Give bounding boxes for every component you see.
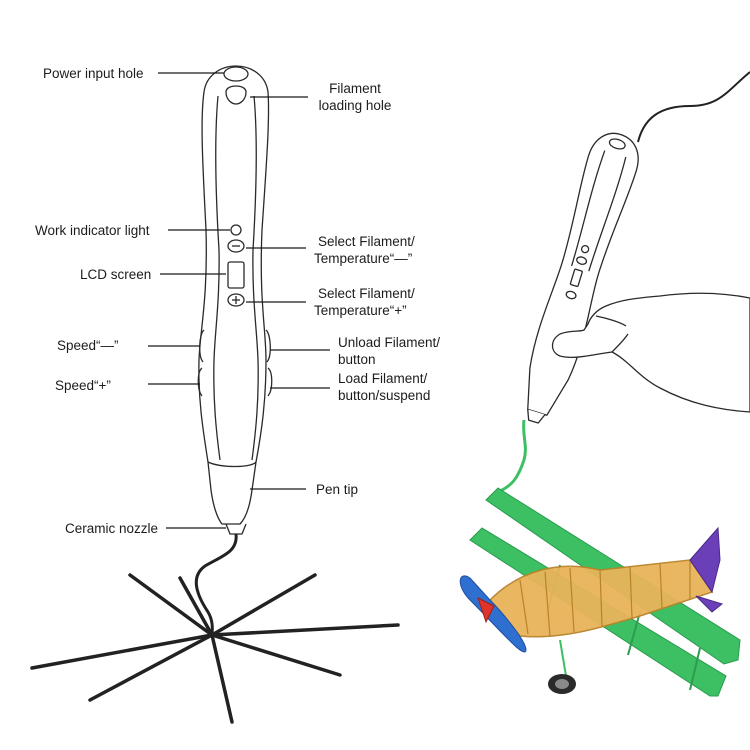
label-select-plus-line1: Select Filament/ <box>318 286 415 301</box>
label-select-plus-line2: Temperature“+” <box>314 303 407 318</box>
label-work-indicator-light: Work indicator light <box>35 223 150 238</box>
label-unload-line1: Unload Filament/ <box>338 335 441 350</box>
label-pen-tip: Pen tip <box>316 482 359 497</box>
airplane-model <box>459 487 741 697</box>
label-unload-filament: Unload Filament/ button <box>338 334 440 368</box>
label-load-line1: Load Filament/ <box>338 371 428 386</box>
green-filament-strand <box>497 419 527 494</box>
pen-body-illustration <box>197 65 273 535</box>
label-load-line2: button/suspend <box>338 388 431 403</box>
label-unload-line2: button <box>338 352 376 367</box>
label-speed-minus: Speed“—” <box>57 338 119 353</box>
extruded-filament <box>194 533 238 637</box>
label-filament-loading-hole-line2: loading hole <box>318 98 392 113</box>
label-load-filament: Load Filament/ button/suspend <box>338 370 430 404</box>
leader-lines <box>148 72 330 529</box>
label-power-input-hole: Power input hole <box>43 66 144 81</box>
cable <box>637 71 750 143</box>
label-lcd-screen: LCD screen <box>80 267 152 282</box>
label-ceramic-nozzle: Ceramic nozzle <box>65 521 159 536</box>
label-select-filament-minus: Select Filament/ Temperature“—” <box>314 233 415 267</box>
label-speed-plus: Speed“+” <box>55 378 111 393</box>
label-filament-loading-hole-line1: Filament <box>329 81 381 96</box>
filament-star <box>30 573 400 724</box>
label-select-filament-plus: Select Filament/ Temperature“+” <box>314 285 415 319</box>
pen-in-hand-illustration <box>527 132 750 424</box>
label-select-minus-line2: Temperature“—” <box>314 251 413 266</box>
label-filament-loading-hole: Filament loading hole <box>310 80 400 114</box>
label-select-minus-line1: Select Filament/ <box>318 234 415 249</box>
